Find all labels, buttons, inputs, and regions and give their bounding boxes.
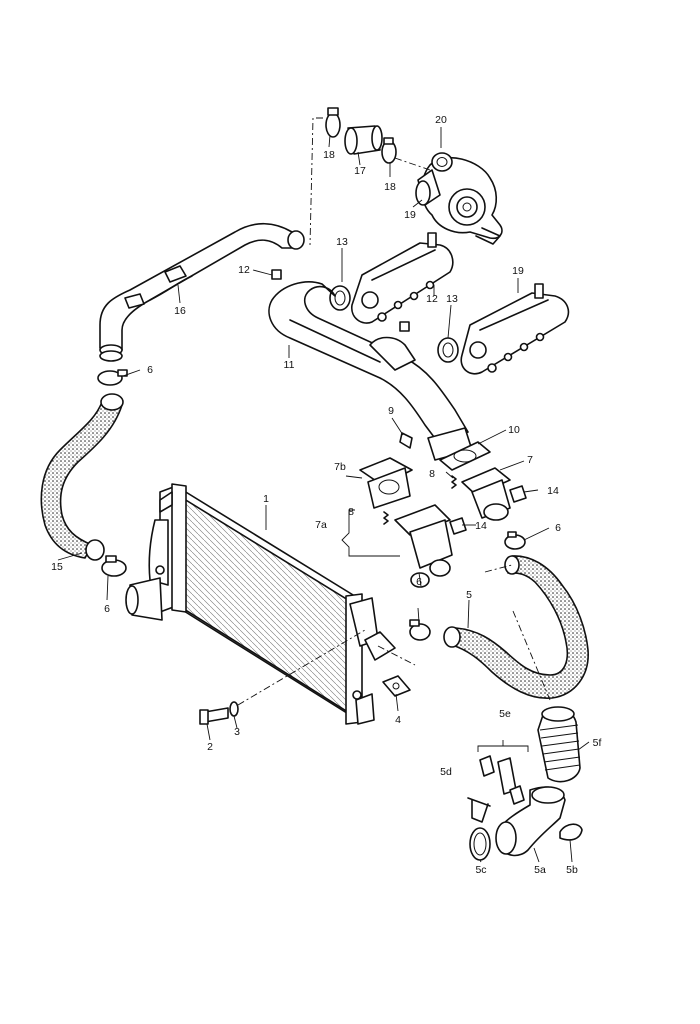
- label-19-upper: 19: [404, 209, 416, 221]
- label-2: 2: [207, 741, 213, 753]
- flange-7: [461, 467, 511, 521]
- label-8-lower: 8: [348, 506, 354, 518]
- label-5: 5: [466, 589, 472, 601]
- bolt-9: [399, 432, 413, 449]
- turbocharger: [415, 152, 503, 245]
- washer-3: [229, 701, 239, 717]
- label-6-left: 6: [104, 603, 110, 615]
- label-15: 15: [51, 561, 63, 573]
- label-5b: 5b: [566, 864, 578, 876]
- label-7: 7: [527, 454, 533, 466]
- label-12-upper: 12: [238, 264, 250, 276]
- bolt-2: [199, 707, 229, 725]
- bracket-4: [382, 675, 411, 697]
- label-5d: 5d: [440, 766, 452, 778]
- gasket-13-upper: [329, 285, 351, 311]
- hose-clamp-18-upper: [325, 107, 341, 138]
- part-labels: 20 18 17 18 19 13 12 19 12 13 16 11 6 9 …: [51, 114, 601, 876]
- hose-clamp-18-lower: [381, 137, 397, 164]
- gasket-13-lower: [437, 337, 459, 363]
- hose-clamp-6-center: [409, 619, 431, 641]
- hose-clamp-6-left: [101, 555, 127, 577]
- label-7a: 7a: [315, 519, 327, 531]
- hose-5a: [495, 786, 566, 857]
- charge-air-hose-15: [40, 393, 124, 561]
- label-18-lower: 18: [384, 181, 396, 193]
- label-16: 16: [174, 305, 186, 317]
- charge-air-hose-5: [443, 555, 589, 699]
- cap-5b: [559, 823, 583, 841]
- label-11: 11: [284, 359, 295, 371]
- label-5a: 5a: [534, 864, 546, 876]
- label-19-lower: 19: [512, 265, 524, 277]
- intake-manifold-19-lower: [460, 283, 570, 375]
- hose-clamp-6-right: [504, 531, 526, 550]
- label-5f: 5f: [593, 737, 602, 749]
- label-12-lower: 12: [426, 293, 438, 305]
- spring-8-upper: [451, 475, 457, 489]
- nut-12-lower: [399, 321, 410, 332]
- leader-lines: [57, 127, 590, 863]
- label-5c: 5c: [475, 864, 486, 876]
- label-6-right: 6: [555, 522, 561, 534]
- flange-7b: [359, 457, 413, 509]
- charge-air-pipe-16: [99, 222, 305, 362]
- label-7b: 7b: [334, 461, 346, 473]
- intercooler: [125, 483, 396, 725]
- label-9: 9: [388, 405, 394, 417]
- bolt-14-center: [449, 517, 467, 535]
- retaining-clip-5d: [467, 797, 491, 823]
- intake-manifold-19-upper: [351, 232, 454, 324]
- label-13-upper: 13: [336, 236, 348, 248]
- hose-connector-17: [344, 125, 383, 155]
- label-13-lower: 13: [446, 293, 458, 305]
- label-5e: 5e: [499, 708, 511, 720]
- label-6-top-left: 6: [147, 364, 153, 376]
- o-ring-5c: [469, 827, 491, 861]
- label-1: 1: [263, 493, 269, 505]
- corrugated-hose-5f: [537, 706, 581, 783]
- gasket-10: [439, 441, 491, 471]
- sensor-assembly-5e: [479, 755, 525, 805]
- nut-12-upper: [271, 269, 282, 280]
- spring-8-lower: [383, 511, 389, 525]
- hose-clamp-6-top-left: [97, 369, 128, 386]
- label-18-upper: 18: [323, 149, 335, 161]
- label-14-center: 14: [475, 520, 487, 532]
- label-10: 10: [508, 424, 520, 436]
- label-3: 3: [234, 726, 240, 738]
- label-6-center: 6: [416, 576, 422, 588]
- label-14-right: 14: [547, 485, 559, 497]
- label-8-upper: 8: [429, 468, 435, 480]
- label-20: 20: [435, 114, 447, 126]
- flange-7a: [394, 504, 453, 577]
- bolt-14-right: [509, 485, 527, 503]
- label-4: 4: [395, 714, 401, 726]
- label-17: 17: [354, 165, 366, 177]
